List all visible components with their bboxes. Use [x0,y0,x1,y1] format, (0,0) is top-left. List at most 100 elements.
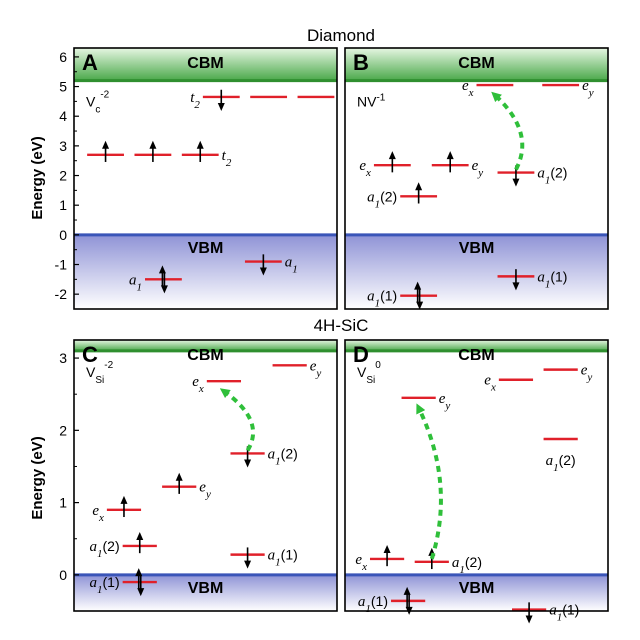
panel-letter: C [82,342,98,367]
energy-level: a1(2) [543,437,578,474]
energy-level [134,140,172,162]
energy-level [87,140,124,162]
spin-up-arrow [383,544,391,567]
level-label: a1(1) [549,602,579,624]
level-label: ey [581,363,593,384]
spin-down-arrow [137,574,145,597]
spin-up-arrow [388,151,396,173]
y-tick-label: -2 [55,286,68,302]
y-tick-label: 1 [59,197,67,213]
cbm-label: CBM [458,55,494,72]
cbm-band [74,340,337,351]
energy-level: ex [359,151,411,179]
level-label: a1(2) [268,445,298,467]
vbm-label: VBM [459,240,495,257]
band-fills [74,48,608,611]
spin-down-arrow [259,254,267,276]
energy-level: t2 [181,140,232,169]
vbm-band [74,574,337,611]
energy-level: ey [543,363,593,384]
y-tick-label: 2 [59,168,67,184]
spin-up-arrow [175,472,183,494]
y-tick-label: 2 [59,422,67,438]
energy-level: a1(2) [90,531,157,560]
energy-level: ex [92,495,142,524]
energy-level: t2 [190,89,240,111]
vbm-label: VBM [188,240,224,257]
spin-up-arrow [403,586,411,609]
cbm-label: CBM [187,347,223,364]
level-label: ex [92,503,104,524]
spin-up-arrow [135,568,143,590]
level-label: a1(2) [367,188,397,210]
level-label: ey [472,158,484,179]
y-tick-label: 3 [59,350,67,366]
transition-arrows [219,91,525,560]
level-label: t2 [222,148,232,169]
y-tick-label: 4 [59,108,67,124]
energy-level: ey [542,78,594,99]
energy-level: ex [355,544,405,573]
excitation-arrow [219,388,256,452]
level-label: ex [484,373,496,394]
y-axis-label-sic: Energy (eV) [29,436,46,519]
energy-level: a1(2) [414,547,482,576]
energy-level: ey [162,472,211,501]
vbm-band [345,234,608,309]
spin-down-arrow [160,272,168,294]
panel-letter: B [353,50,369,75]
level-label: ey [582,78,594,99]
panel-frame [73,339,338,612]
y-tick-label: 5 [59,79,67,95]
cbm-band [345,340,608,351]
defect-label: VSi-2 [86,360,114,386]
defect-label: VSi0 [357,360,381,386]
level-label: ex [359,158,371,179]
level-label: ex [355,552,367,573]
y-tick-label: 1 [59,495,67,511]
panel-frame [344,47,609,310]
cbm-band [345,48,608,81]
level-label: t2 [190,90,200,111]
panel-letter: A [82,50,98,75]
excitation-arrow [491,91,525,171]
spin-up-arrow [136,531,144,554]
energy-level: ex [484,373,534,394]
level-label: ey [199,480,211,501]
section-title-diamond: Diamond [307,26,375,45]
y-tick-label: 6 [59,49,67,65]
spin-up-arrow [149,140,157,162]
level-label: a1(2) [90,538,120,560]
cbm-band [74,48,337,81]
vbm-band [74,234,337,309]
cbm-label: CBM [458,347,494,364]
spin-up-arrow [102,140,110,162]
y-tick-label: 3 [59,138,67,154]
energy-level: ey [401,391,450,412]
level-label: a1(2) [537,165,567,187]
vbm-label: VBM [188,580,224,597]
excitation-arrow [416,403,443,560]
energy-level: a1(2) [367,182,438,210]
level-label: a1(1) [268,547,298,569]
y-tick-label: 0 [59,567,67,583]
energy-level: ex [462,78,514,99]
defect-label: NV-1 [357,93,386,110]
spin-down-arrow [217,89,225,111]
spin-up-arrow [414,281,422,303]
spin-up-arrow [120,495,128,518]
energy-level: ey [431,151,484,179]
spin-up-arrow [196,140,204,162]
energy-level: ey [272,358,321,379]
panel-letter: D [353,342,369,367]
spin-up-arrow [415,182,423,204]
level-label: a1(2) [452,554,482,576]
energy-level: a1(2) [497,165,567,187]
panel-frame [344,339,609,612]
panel-frames [73,47,609,612]
spin-down-arrow [416,288,424,310]
defect-label: Vc-2 [86,90,110,116]
y-tick-label: -1 [55,257,68,273]
